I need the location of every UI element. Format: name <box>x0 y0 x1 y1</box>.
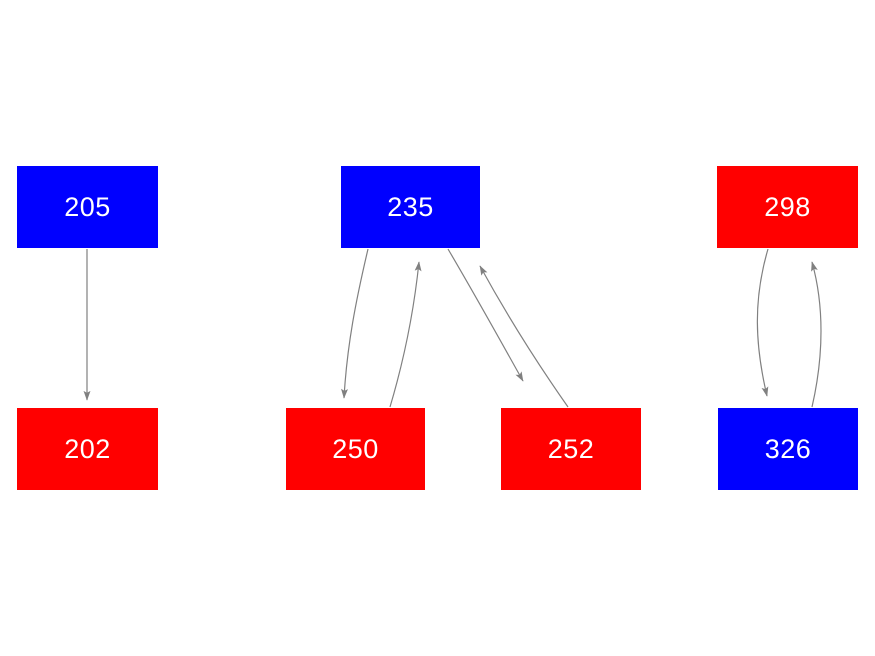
node-298[interactable]: 298 <box>717 166 858 248</box>
edge-326-to-298 <box>811 261 822 408</box>
node-label-235: 235 <box>387 191 434 222</box>
node-label-202: 202 <box>64 433 111 464</box>
edge-250-to-235 <box>389 261 422 408</box>
node-label-252: 252 <box>547 433 595 464</box>
node-label-298: 298 <box>764 191 811 222</box>
edge-298-to-326 <box>756 248 769 397</box>
node-235[interactable]: 235 <box>341 166 480 248</box>
edge-252-to-235 <box>479 265 569 408</box>
edge-235-to-252 <box>447 248 524 382</box>
node-250[interactable]: 250 <box>286 408 425 490</box>
node-label-250: 250 <box>332 433 379 464</box>
node-326[interactable]: 326 <box>718 408 858 490</box>
node-205[interactable]: 205 <box>17 166 158 248</box>
node-label-205: 205 <box>64 191 111 222</box>
edge-235-to-250 <box>341 248 369 399</box>
node-label-326: 326 <box>764 433 812 464</box>
edges-group <box>83 248 822 408</box>
node-202[interactable]: 202 <box>17 408 158 490</box>
node-252[interactable]: 252 <box>501 408 641 490</box>
